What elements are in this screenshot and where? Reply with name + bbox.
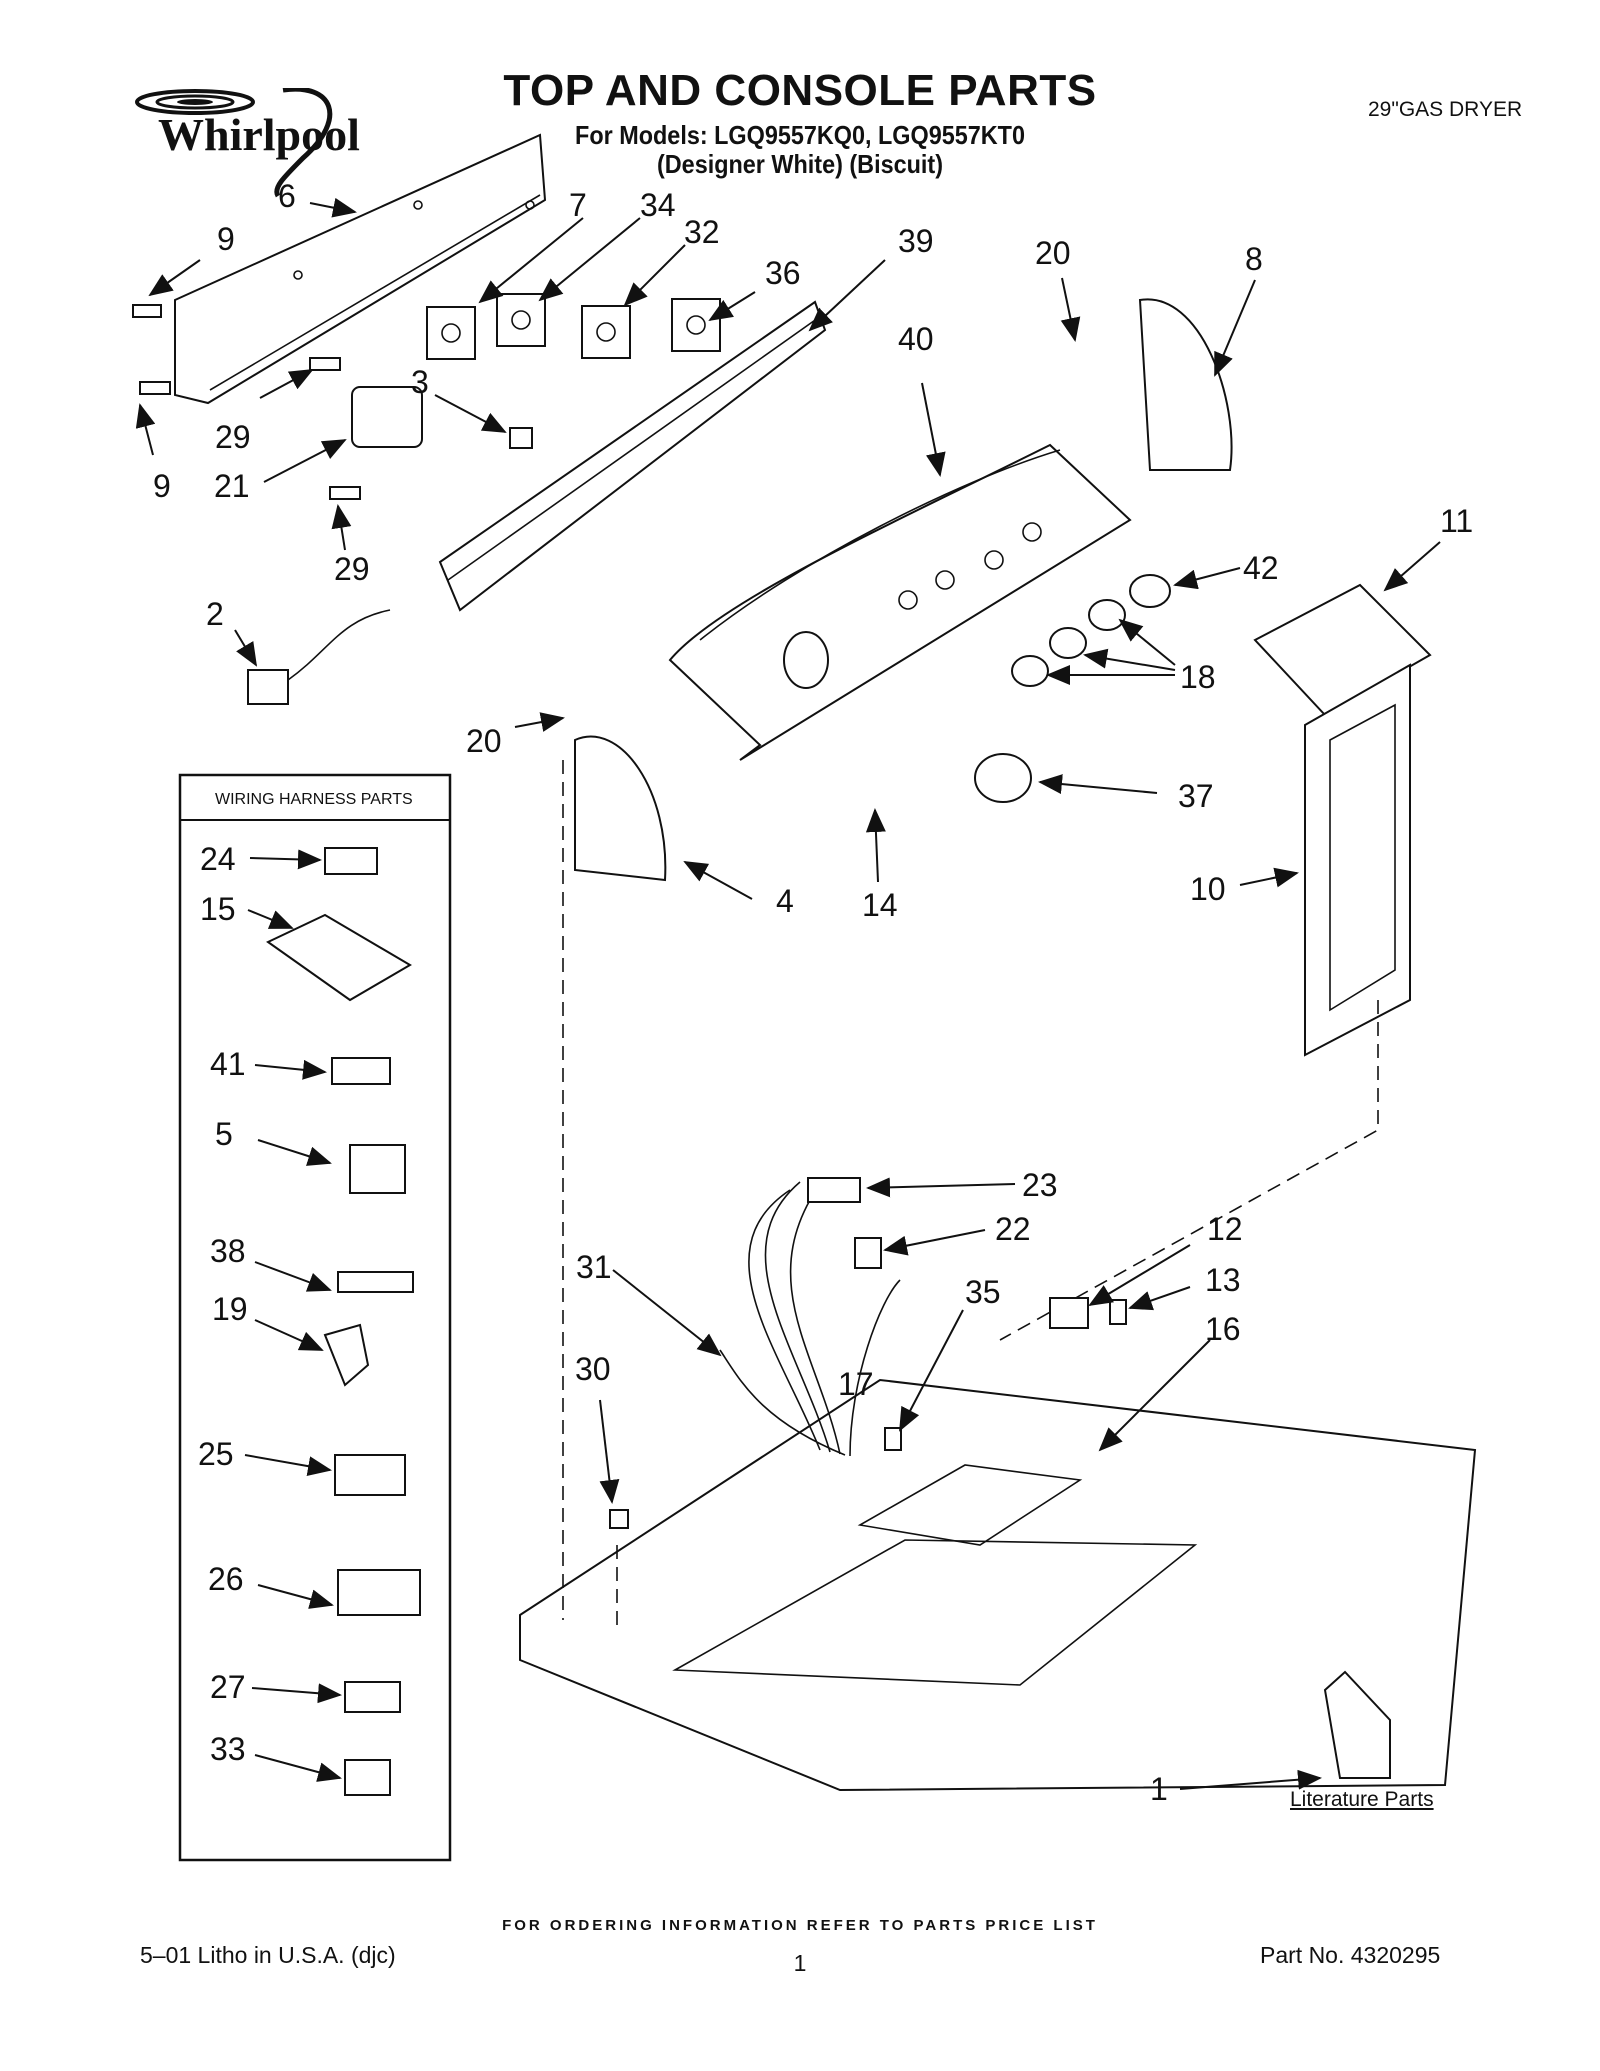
callout-18: 18 [1180, 659, 1216, 695]
harness-label-15: 15 [200, 891, 236, 927]
litho-note: 5–01 Litho in U.S.A. (djc) [140, 1942, 396, 1968]
harness-label-41: 41 [210, 1046, 246, 1082]
literature-parts-label: Literature Parts [1290, 1788, 1434, 1811]
callout-20b: 20 [466, 723, 502, 759]
callout-36: 36 [765, 255, 801, 291]
callout-39: 39 [898, 223, 934, 259]
callout-9a: 9 [217, 221, 235, 257]
colors-line: (Designer White) (Biscuit) [656, 149, 944, 179]
callout-11: 11 [1440, 503, 1473, 539]
callout-8: 8 [1245, 241, 1263, 277]
callout-32: 32 [684, 214, 720, 250]
callout-40: 40 [898, 321, 934, 357]
callout-6: 6 [278, 178, 296, 214]
whirlpool-logo: Whirlpool [158, 109, 360, 160]
callout-16: 16 [1205, 1311, 1241, 1347]
callout-3: 3 [411, 364, 429, 400]
wiring-harness-title: WIRING HARNESS PARTS [215, 791, 413, 808]
callout-30: 30 [575, 1351, 611, 1387]
callout-23: 23 [1022, 1167, 1058, 1203]
part-1-literature [1323, 1670, 1391, 1779]
part-16-top-panel [519, 760, 1477, 1792]
end-caps [574, 298, 1233, 882]
callout-29a: 29 [215, 419, 251, 455]
callout-9b: 9 [153, 468, 171, 504]
part-40-console [668, 443, 1132, 761]
product-label: 29"GAS DRYER [1368, 98, 1523, 121]
harness-label-38: 38 [210, 1233, 246, 1269]
part-2-harness [247, 609, 391, 705]
callout-4: 4 [776, 883, 794, 919]
part-11-lint-screen [1253, 583, 1432, 717]
callout-7: 7 [569, 187, 587, 223]
callout-21: 21 [214, 468, 250, 504]
leader-lines [135, 197, 1441, 1790]
screws-left [132, 304, 361, 500]
harness-label-24: 24 [200, 841, 236, 877]
callout-31: 31 [576, 1249, 612, 1285]
part-number: Part No. 4320295 [1260, 1942, 1441, 1968]
ordering-note: FOR ORDERING INFORMATION REFER TO PARTS … [502, 1917, 1098, 1934]
callout-22: 22 [995, 1211, 1031, 1247]
main-wiring-harness [719, 1177, 901, 1457]
switches-row [426, 293, 721, 360]
part-6-control-panel-bracket [174, 133, 547, 405]
callout-14: 14 [862, 887, 898, 923]
page-title: TOP AND CONSOLE PARTS [503, 66, 1097, 115]
models-line: For Models: LGQ9557KQ0, LGQ9557KT0 [575, 120, 1025, 150]
callout-2: 2 [206, 596, 224, 632]
harness-label-27: 27 [210, 1669, 246, 1705]
knobs [974, 574, 1171, 803]
harness-label-26: 26 [208, 1561, 244, 1597]
callout-42: 42 [1243, 550, 1279, 586]
harness-label-33: 33 [210, 1731, 246, 1767]
harness-label-5: 5 [215, 1116, 233, 1152]
callout-1: 1 [1150, 1771, 1168, 1807]
harness-label-19: 19 [212, 1291, 248, 1327]
harness-label-25: 25 [198, 1436, 234, 1472]
harness-arrows [244, 849, 342, 1782]
small-fasteners [609, 1297, 1127, 1529]
callout-34: 34 [640, 187, 676, 223]
part-10-lint-housing [1304, 663, 1411, 1057]
callout-17: 17 [838, 1366, 874, 1402]
callout-20a: 20 [1035, 235, 1071, 271]
callout-13: 13 [1205, 1262, 1241, 1298]
callout-12: 12 [1207, 1211, 1243, 1247]
callout-29b: 29 [334, 551, 370, 587]
harness-connectors [266, 847, 421, 1796]
callout-35: 35 [965, 1274, 1001, 1310]
whirlpool-logo-swirl [135, 88, 333, 198]
page-number: 1 [793, 1950, 807, 1976]
callout-37: 37 [1178, 778, 1214, 814]
callout-10: 10 [1190, 871, 1226, 907]
part-21-timer [351, 386, 533, 449]
